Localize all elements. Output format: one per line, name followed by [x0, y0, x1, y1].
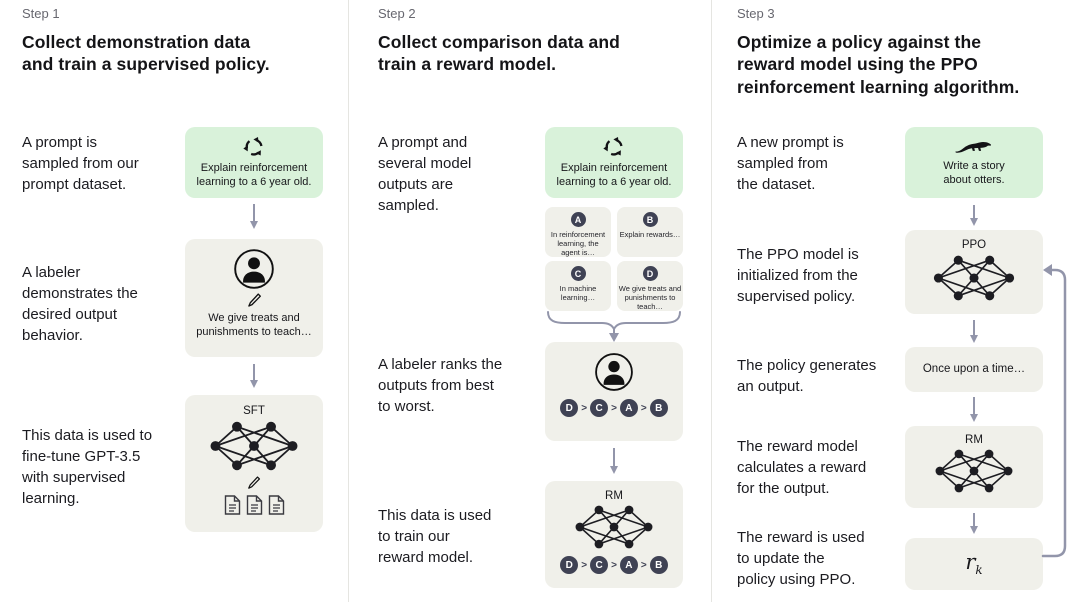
- step1-prompt-text: Explain reinforcement learning to a 6 ye…: [196, 162, 312, 189]
- step3-caption-output: The policy generates an output.: [737, 357, 877, 395]
- rank-separator: >: [640, 402, 647, 414]
- step1-labeler-box: We give treats and punishments to teach…: [185, 239, 323, 357]
- step3-output-text: Once upon a time…: [922, 363, 1026, 376]
- neural-network-icon: [210, 421, 298, 471]
- step3-caption-prompt: A new prompt is sampled from the dataset…: [737, 134, 844, 193]
- step3-reward-box: rk: [905, 538, 1043, 590]
- documents-icon: [224, 495, 285, 515]
- rank-badge: C: [590, 399, 609, 417]
- output-card-b: B Explain rewards…: [617, 207, 683, 257]
- letter-badge-d: D: [642, 266, 658, 281]
- letter-badge-c: C: [570, 266, 586, 281]
- step2-labeler-box: D > C > A > B: [545, 342, 683, 441]
- output-text-c: In machine learning…: [559, 284, 597, 303]
- letter-badge-b: B: [642, 212, 658, 227]
- rank-badge: A: [619, 399, 638, 417]
- output-card-a: A In reinforcement learning, the agent i…: [545, 207, 611, 257]
- rank-separator: >: [581, 559, 588, 571]
- rank-badge: B: [649, 556, 668, 574]
- rank-separator: >: [581, 402, 588, 414]
- arrow-down-icon: [969, 513, 978, 534]
- pencil-icon: [247, 293, 261, 307]
- step1-prompt-box: Explain reinforcement learning to a 6 ye…: [185, 127, 323, 198]
- output-text-a: In reinforcement learning, the agent is…: [550, 230, 606, 258]
- step2-title: Collect comparison data and train a rewa…: [378, 32, 620, 75]
- arrow-down-icon: [969, 320, 978, 343]
- step2-caption-labeler: A labeler ranks the outputs from best to…: [378, 356, 503, 415]
- feedback-loop-arrow: [1041, 264, 1067, 558]
- step3-prompt-box: Write a story about otters.: [905, 127, 1043, 198]
- step2-caption-prompt: A prompt and several model outputs are s…: [378, 134, 472, 214]
- step3-caption-init: The PPO model is initialized from the su…: [737, 246, 859, 305]
- step1-title: Collect demonstration data and train a s…: [22, 32, 270, 75]
- step1-label: Step 1: [22, 6, 60, 21]
- rank-badge: A: [619, 556, 638, 574]
- output-card-d: D We give treats and punishments to teac…: [617, 261, 683, 311]
- rank-badge: B: [649, 399, 668, 417]
- neural-network-icon: [575, 505, 653, 549]
- step1-caption-data: This data is used to fine-tune GPT-3.5 w…: [22, 427, 153, 507]
- step3-caption-update: The reward is used to update the policy …: [737, 529, 865, 588]
- labeler-person-icon: [595, 353, 633, 391]
- output-text-d: We give treats and punishments to teach…: [618, 284, 682, 312]
- column-divider-2: [711, 0, 712, 602]
- sampling-cycle-icon: [243, 137, 263, 156]
- arrow-down-icon: [969, 205, 978, 226]
- step3-output-box: Once upon a time…: [905, 347, 1043, 392]
- letter-badge-a: A: [570, 212, 586, 227]
- brace-connector: [547, 311, 681, 342]
- step2-rm-box: RM D > C > A > B: [545, 481, 683, 588]
- step2-caption-data: This data is used to train our reward mo…: [378, 507, 492, 566]
- rm-label: RM: [965, 434, 983, 446]
- arrow-down-icon: [969, 397, 978, 422]
- ranking-row: D > C > A > B: [560, 556, 668, 574]
- labeler-person-icon: [234, 249, 274, 289]
- step2-prompt-box: Explain reinforcement learning to a 6 ye…: [545, 127, 683, 198]
- step3-caption-reward: The reward model calculates a reward for…: [737, 438, 867, 497]
- step3-title: Optimize a policy against the reward mod…: [737, 32, 1020, 97]
- neural-network-icon: [933, 255, 1015, 301]
- column-divider-1: [348, 0, 349, 602]
- step3-rm-box: RM: [905, 426, 1043, 508]
- pencil-icon: [248, 476, 261, 489]
- step2-prompt-text: Explain reinforcement learning to a 6 ye…: [556, 162, 672, 189]
- step3-prompt-text: Write a story about otters.: [943, 160, 1005, 187]
- sampling-cycle-icon: [603, 137, 623, 156]
- sft-label: SFT: [243, 405, 265, 417]
- arrow-down-icon: [609, 448, 618, 474]
- rank-badge: D: [560, 556, 579, 574]
- rank-badge: C: [590, 556, 609, 574]
- step1-sft-box: SFT: [185, 395, 323, 532]
- arrow-down-icon: [249, 204, 258, 229]
- rank-separator: >: [640, 559, 647, 571]
- step2-label: Step 2: [378, 6, 416, 21]
- rank-badge: D: [560, 399, 579, 417]
- rank-separator: >: [611, 402, 617, 414]
- step3-label: Step 3: [737, 6, 775, 21]
- rm-label: RM: [605, 490, 623, 502]
- output-card-c: C In machine learning…: [545, 261, 611, 311]
- rank-separator: >: [611, 559, 617, 571]
- ppo-label: PPO: [961, 239, 987, 251]
- output-text-b: Explain rewards…: [619, 230, 681, 239]
- reward-symbol: rk: [965, 550, 983, 578]
- neural-network-icon: [935, 449, 1013, 493]
- arrow-down-icon: [249, 364, 258, 388]
- otter-icon: [955, 142, 992, 153]
- step1-caption-prompt: A prompt is sampled from our prompt data…: [22, 134, 139, 193]
- step1-caption-labeler: A labeler demonstrates the desired outpu…: [22, 264, 138, 344]
- ranking-row: D > C > A > B: [560, 399, 668, 417]
- step1-labeler-text: We give treats and punishments to teach…: [196, 312, 312, 339]
- step3-ppo-box: PPO: [905, 230, 1043, 314]
